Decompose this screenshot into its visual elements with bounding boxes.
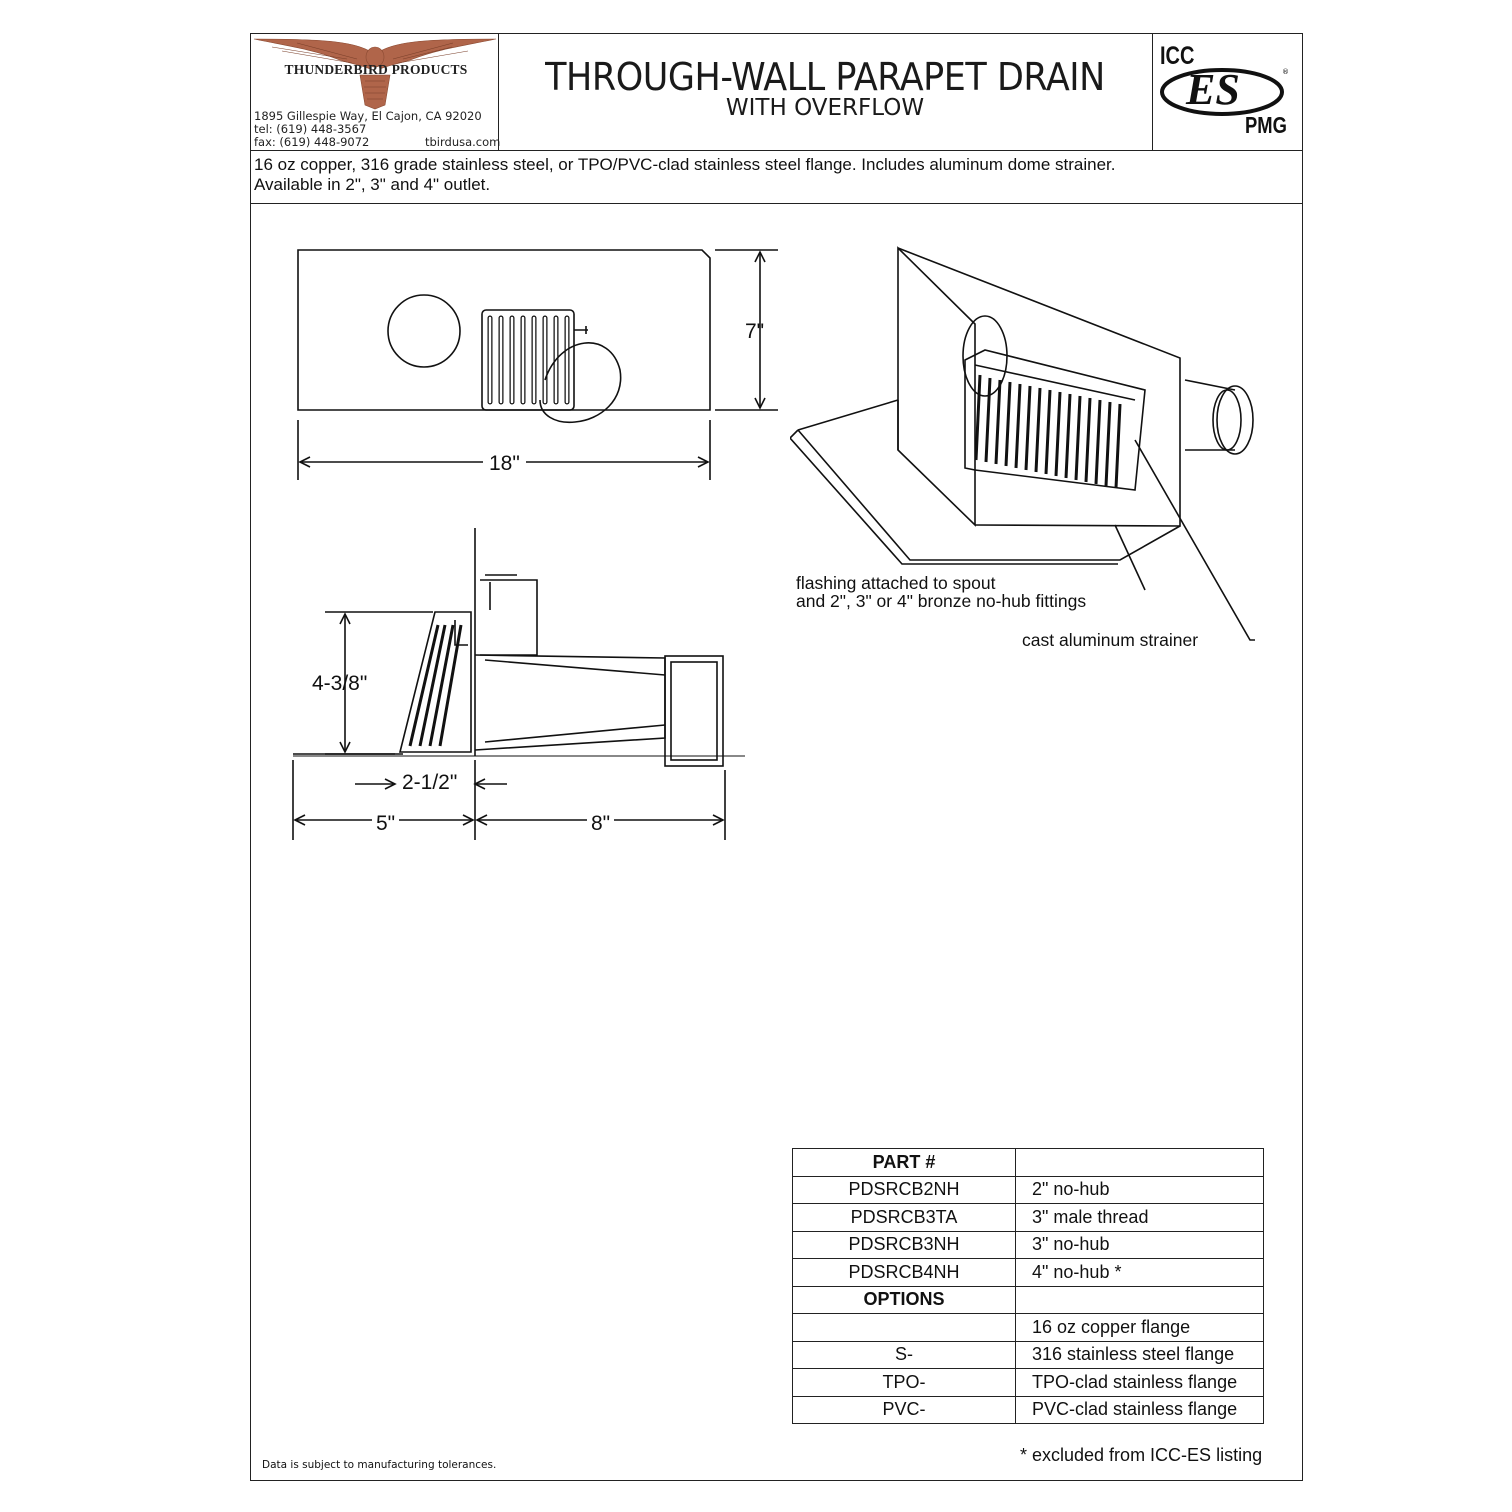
part-description: 4" no-hub *: [1015, 1258, 1264, 1287]
side-right-dimension: 8": [587, 812, 615, 836]
icc-es-seal-icon: ®: [1160, 68, 1289, 116]
page-title: THROUGH-WALL PARAPET DRAIN: [545, 55, 1105, 99]
table-row: PVC- PVC-clad stainless flange: [792, 1395, 1264, 1424]
cert-icc-text: ICC: [1160, 42, 1195, 70]
part-number: PDSRCB3TA: [792, 1203, 1016, 1232]
option-description: 316 stainless steel flange: [1015, 1340, 1264, 1369]
front-height-dimension: 7": [745, 320, 765, 343]
option-description: PVC-clad stainless flange: [1015, 1395, 1264, 1424]
svg-text:®: ®: [1282, 68, 1289, 76]
part-description: 3" no-hub: [1015, 1230, 1264, 1259]
isometric-view-drawing: [790, 246, 1255, 641]
flashing-callout-line-1: flashing attached to spout: [796, 573, 996, 593]
options-header-row: OPTIONS: [792, 1285, 1264, 1314]
option-description: TPO-clad stainless flange: [1015, 1368, 1264, 1397]
side-inner-dimension: 2-1/2": [402, 771, 458, 794]
table-row: PDSRCB3NH 3" no-hub: [792, 1230, 1264, 1259]
part-number: PDSRCB2NH: [792, 1175, 1016, 1204]
part-description: 3" male thread: [1015, 1203, 1264, 1232]
option-code: [792, 1313, 1016, 1342]
options-header: OPTIONS: [792, 1285, 1016, 1314]
cert-es-text: ES: [1186, 65, 1240, 114]
option-code: S-: [792, 1340, 1016, 1369]
company-website[interactable]: tbirdusa.com: [425, 135, 501, 149]
table-header-row: PART #: [792, 1148, 1264, 1177]
options-header-blank: [1015, 1285, 1264, 1314]
part-header: PART #: [792, 1148, 1016, 1177]
logo-divider: [498, 33, 499, 151]
option-description: 16 oz copper flange: [1015, 1313, 1264, 1342]
cert-divider: [1152, 33, 1153, 151]
table-row: PDSRCB4NH 4" no-hub *: [792, 1258, 1264, 1287]
company-name: THUNDERBIRD PRODUCTS: [284, 62, 468, 77]
company-fax: fax: (619) 448-9072: [254, 135, 370, 149]
part-number: PDSRCB3NH: [792, 1230, 1016, 1259]
drawing-sheet: [250, 33, 1303, 1481]
table-row: PDSRCB2NH 2" no-hub: [792, 1175, 1264, 1204]
side-height-dimension: 4-3/8": [312, 672, 368, 695]
part-description: 2" no-hub: [1015, 1175, 1264, 1204]
disclaimer: Data is subject to manufacturing toleran…: [262, 1459, 497, 1471]
header-divider: [250, 150, 1303, 151]
option-code: PVC-: [792, 1395, 1016, 1424]
part-number: PDSRCB4NH: [792, 1258, 1016, 1287]
description-line-2: Available in 2", 3" and 4" outlet.: [254, 175, 491, 194]
company-tel: tel: (619) 448-3567: [254, 122, 367, 136]
table-row: S- 316 stainless steel flange: [792, 1340, 1264, 1369]
description-line-1: 16 oz copper, 316 grade stainless steel,…: [254, 155, 1116, 174]
description-divider: [250, 203, 1303, 204]
footnote: * excluded from ICC-ES listing: [1020, 1445, 1263, 1465]
thunderbird-logo: [253, 38, 497, 110]
flashing-callout-line-2: and 2", 3" or 4" bronze no-hub fittings: [796, 591, 1087, 611]
cert-pmg-text: PMG: [1245, 112, 1287, 138]
table-row: 16 oz copper flange: [792, 1313, 1264, 1342]
option-code: TPO-: [792, 1368, 1016, 1397]
table-row: PDSRCB3TA 3" male thread: [792, 1203, 1264, 1232]
page-subtitle: WITH OVERFLOW: [725, 95, 925, 121]
desc-header: [1015, 1148, 1264, 1177]
parts-table: PART # PDSRCB2NH 2" no-hub PDSRCB3TA 3" …: [792, 1148, 1264, 1424]
front-width-dimension: 18": [483, 452, 526, 476]
company-address: 1895 Gillespie Way, El Cajon, CA 92020: [254, 109, 482, 123]
strainer-callout: cast aluminum strainer: [1022, 630, 1199, 650]
side-left-dimension: 5": [372, 812, 400, 836]
front-view-drawing: [297, 249, 778, 480]
table-row: TPO- TPO-clad stainless flange: [792, 1368, 1264, 1397]
